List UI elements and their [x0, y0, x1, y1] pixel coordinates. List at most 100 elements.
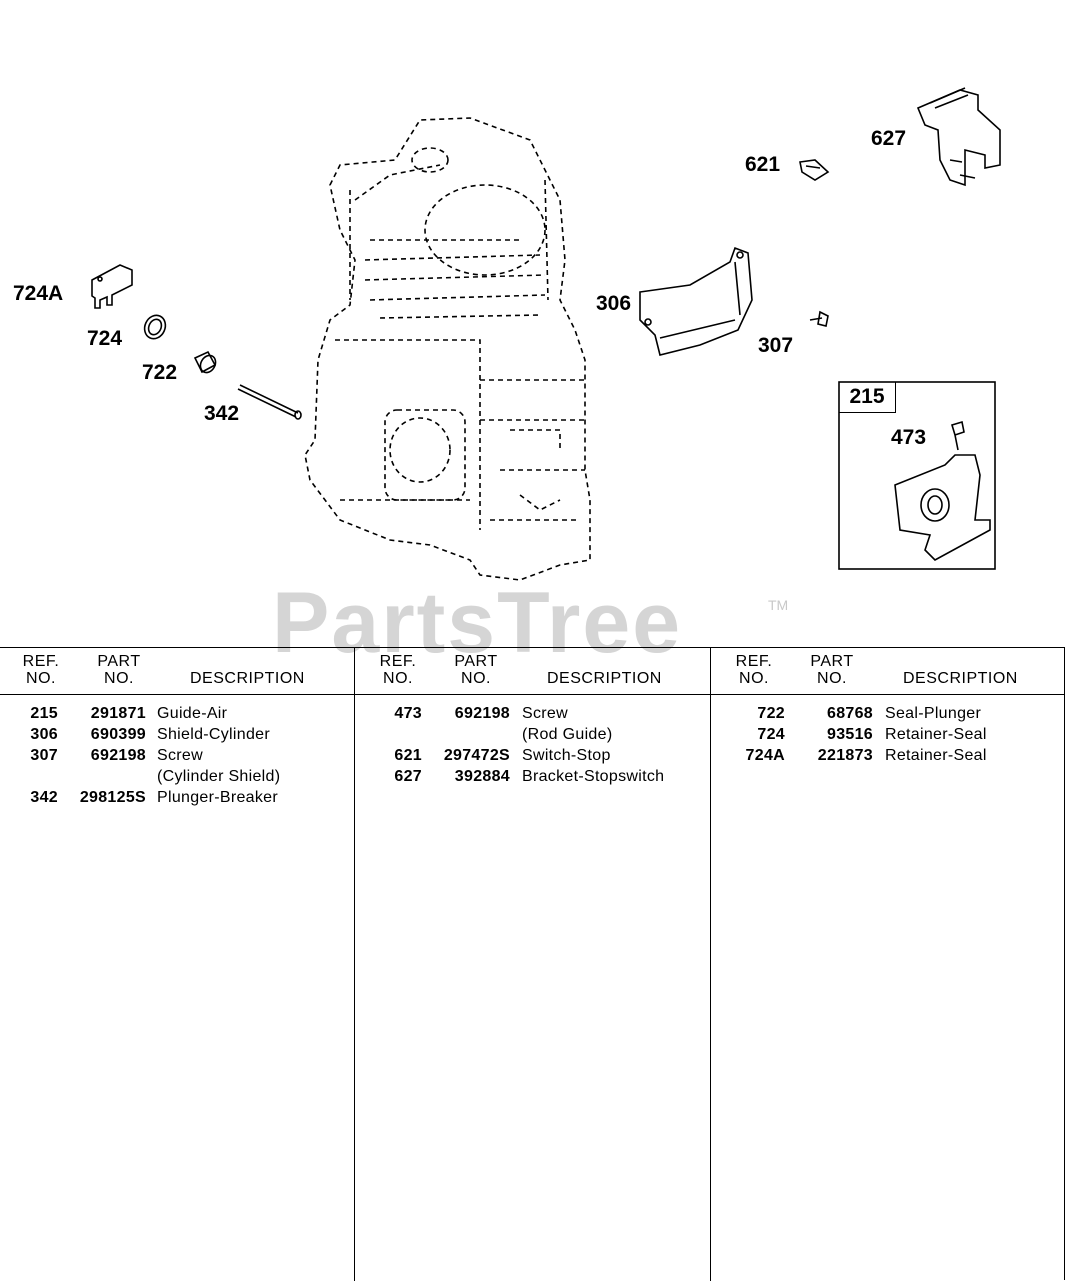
part-no[interactable]: 297472S: [443, 747, 510, 764]
part-description: Bracket-Stopswitch: [522, 768, 665, 785]
ref-no: 307: [30, 747, 58, 764]
part-no[interactable]: 692198: [454, 705, 510, 722]
header-ref: REF.NO.: [375, 653, 421, 687]
callout-722[interactable]: 722: [142, 361, 178, 384]
part-215-drawing: [894, 454, 991, 561]
table-row: 621 297472S Switch-Stop: [355, 747, 710, 768]
part-306-drawing: [639, 246, 753, 356]
header-ref-line2: NO.: [26, 670, 56, 687]
header-part-line1: PART: [810, 653, 854, 670]
callout-724a[interactable]: 724A: [13, 282, 64, 305]
part-description: Screw: [522, 705, 568, 722]
part-no[interactable]: 93516: [827, 726, 873, 743]
callout-473[interactable]: 473: [891, 426, 927, 449]
parts-rows: 215 291871 Guide-Air 306 690399 Shield-Cylind…: [0, 695, 354, 810]
ref-no: 722: [757, 705, 785, 722]
table-row: (Rod Guide): [355, 726, 710, 747]
part-627-drawing: [916, 87, 1001, 187]
part-342-drawing: [237, 384, 302, 420]
table-row: 722 68768 Seal-Plunger: [711, 705, 1064, 726]
part-description: Screw: [157, 747, 203, 764]
trademark-symbol: TM: [768, 597, 789, 613]
table-row: 473 692198 Screw: [355, 705, 710, 726]
part-no[interactable]: 298125S: [79, 789, 146, 806]
part-724a-drawing: [91, 264, 133, 309]
ref-no: 215: [30, 705, 58, 722]
part-722-drawing: [193, 350, 217, 374]
part-no[interactable]: 692198: [90, 747, 146, 764]
table-row: (Cylinder Shield): [0, 768, 354, 789]
ref-no: 473: [394, 705, 422, 722]
header-description: DESCRIPTION: [190, 670, 305, 687]
part-621-drawing: [799, 159, 830, 181]
ref-no: 724: [757, 726, 785, 743]
ref-no: 724A: [745, 747, 785, 764]
part-no[interactable]: 690399: [90, 726, 146, 743]
header-ref-line2: NO.: [383, 670, 413, 687]
callout-307[interactable]: 307: [758, 334, 794, 357]
part-description: Retainer-Seal: [885, 747, 987, 764]
part-no[interactable]: 221873: [817, 747, 873, 764]
part-description: Plunger-Breaker: [157, 789, 278, 806]
callout-342[interactable]: 342: [204, 402, 240, 425]
ref-no: 627: [394, 768, 422, 785]
part-473-drawing: [951, 420, 965, 451]
part-description: (Cylinder Shield): [157, 768, 281, 785]
parts-rows: 473 692198 Screw (Rod Guide) 621 297472S Switc…: [355, 695, 710, 789]
header-ref: REF.NO.: [731, 653, 777, 687]
header-description: DESCRIPTION: [547, 670, 662, 687]
part-description: Retainer-Seal: [885, 726, 987, 743]
table-row: 306 690399 Shield-Cylinder: [0, 726, 354, 747]
ref-no: 306: [30, 726, 58, 743]
header-ref-line1: REF.: [735, 653, 773, 670]
callout-724[interactable]: 724: [87, 327, 123, 350]
header-ref: REF.NO.: [18, 653, 64, 687]
part-description: Shield-Cylinder: [157, 726, 270, 743]
diagram-drawing: [91, 87, 1001, 581]
header-part-line2: NO.: [817, 670, 847, 687]
table-row: 627 392884 Bracket-Stopswitch: [355, 768, 710, 789]
table-row: 724A 221873 Retainer-Seal: [711, 747, 1064, 768]
header-part-line1: PART: [454, 653, 498, 670]
header-part-line2: NO.: [104, 670, 134, 687]
partstree-watermark: PartsTree: [272, 575, 683, 671]
table-row: 215 291871 Guide-Air: [0, 705, 354, 726]
table-row: 724 93516 Retainer-Seal: [711, 726, 1064, 747]
part-724-drawing: [143, 314, 167, 340]
ref-no: 342: [30, 789, 58, 806]
header-description: DESCRIPTION: [903, 670, 1018, 687]
header-ref-line1: REF.: [379, 653, 417, 670]
part-307-drawing: [809, 310, 829, 327]
part-no[interactable]: 68768: [827, 705, 873, 722]
callout-627[interactable]: 627: [871, 127, 907, 150]
header-part-line1: PART: [97, 653, 141, 670]
table-row: 342 298125S Plunger-Breaker: [0, 789, 354, 810]
ref-no: 621: [394, 747, 422, 764]
engine-block-outline: [304, 117, 591, 581]
header-ref-line2: NO.: [739, 670, 769, 687]
inset-box-215: [838, 381, 996, 570]
callout-621[interactable]: 621: [745, 153, 781, 176]
header-ref-line1: REF.: [22, 653, 60, 670]
part-description: Seal-Plunger: [885, 705, 982, 722]
part-no[interactable]: 291871: [90, 705, 146, 722]
callout-215[interactable]: 215: [839, 382, 896, 413]
exploded-parts-diagram: 724A 724 722 342 621 627 306 307 215 473…: [0, 0, 1067, 666]
table-row: 307 692198 Screw: [0, 747, 354, 768]
part-description: Switch-Stop: [522, 747, 611, 764]
header-part-line2: NO.: [461, 670, 491, 687]
part-no[interactable]: 392884: [454, 768, 510, 785]
part-description: Guide-Air: [157, 705, 228, 722]
callout-306[interactable]: 306: [596, 292, 632, 315]
part-description: (Rod Guide): [522, 726, 613, 743]
